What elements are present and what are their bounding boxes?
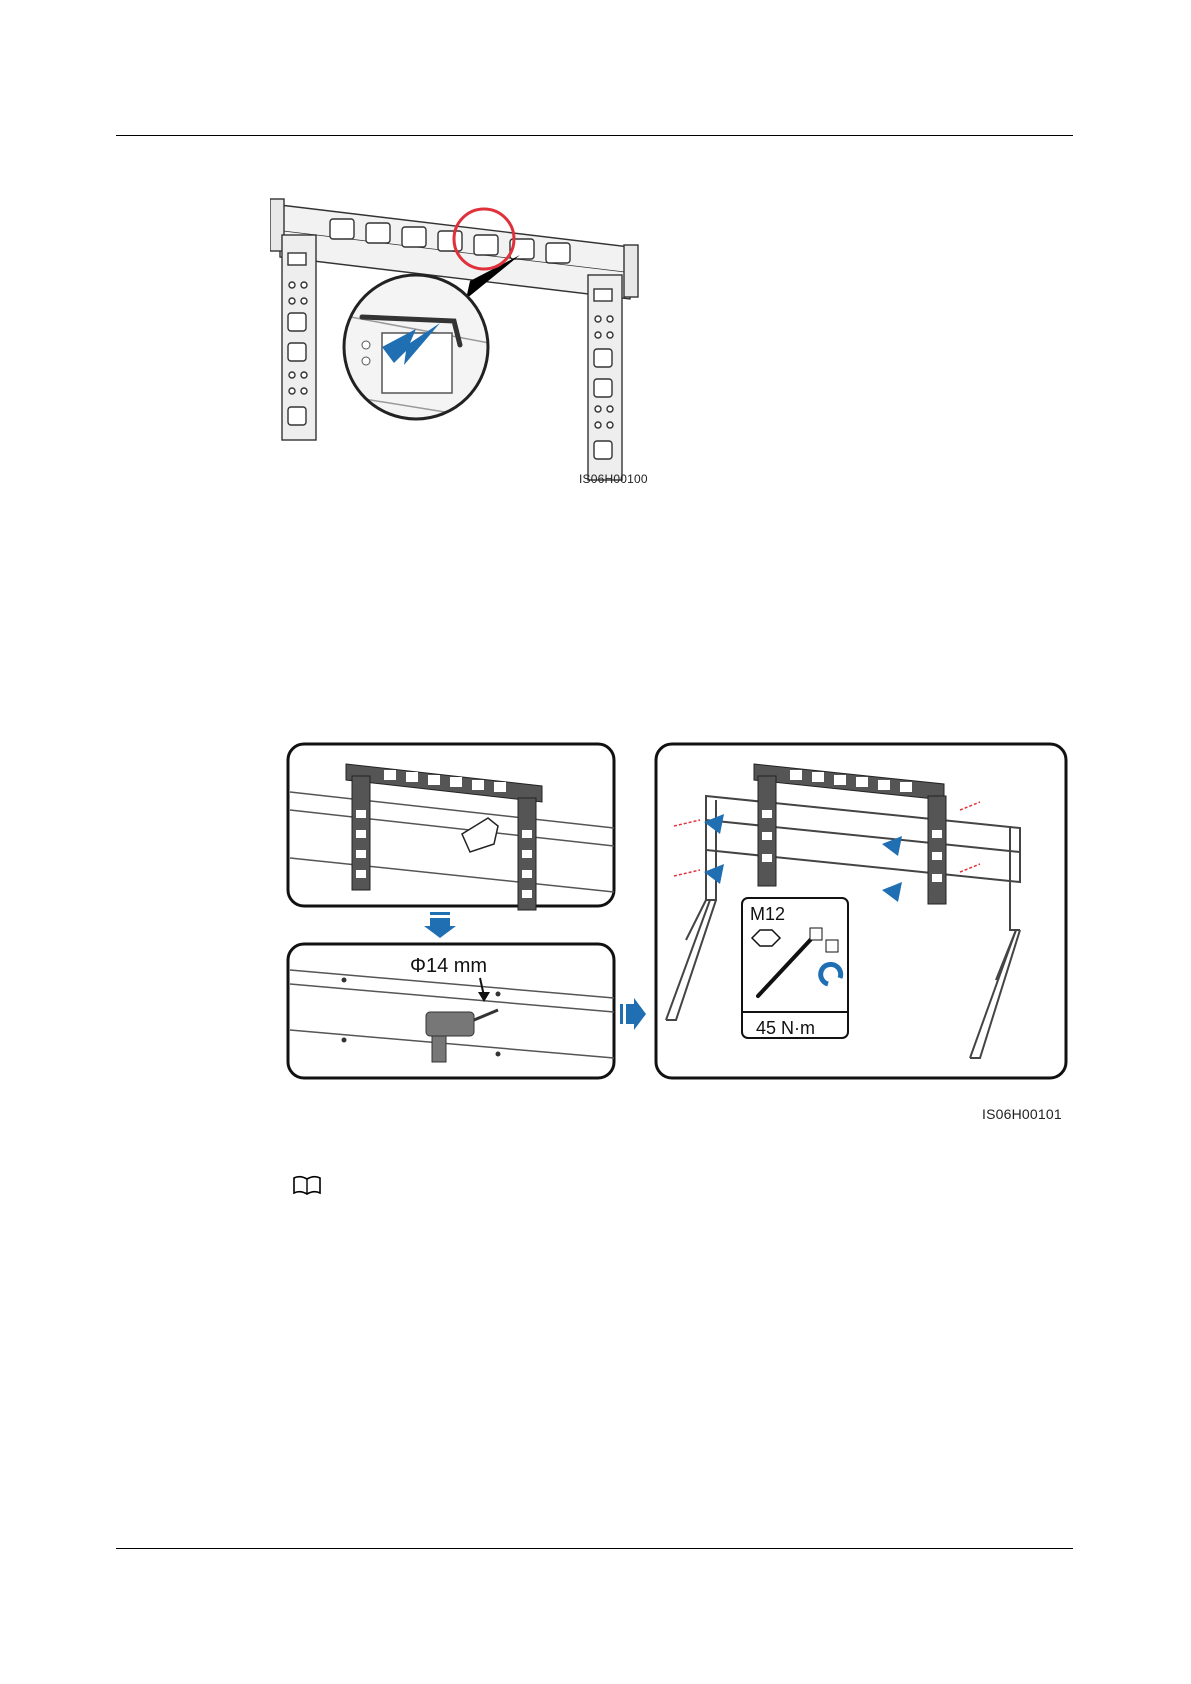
torque-label: 45 N·m (756, 1018, 815, 1038)
magnified-detail (340, 271, 500, 431)
drill-diameter-label: Φ14 mm (410, 955, 487, 977)
header-rule (116, 135, 1073, 136)
figure-id: IS06H00101 (982, 1106, 1062, 1122)
panel-position-bracket (288, 744, 614, 910)
bracket-detail-figure (270, 195, 650, 495)
down-arrow-icon (424, 912, 456, 938)
figure-id: IS06H00100 (579, 472, 648, 486)
panel-drill-holes: Φ14 mm (288, 944, 614, 1078)
installation-steps-figure: Φ14 mm (280, 740, 1080, 1120)
bolt-size-label: M12 (750, 904, 785, 924)
panel-secure-bracket: M12 45 N·m (656, 744, 1066, 1078)
book-icon (292, 1174, 322, 1196)
torque-spec-box: M12 45 N·m (742, 898, 848, 1038)
footer-rule (116, 1548, 1073, 1549)
right-arrow-icon (620, 998, 646, 1030)
